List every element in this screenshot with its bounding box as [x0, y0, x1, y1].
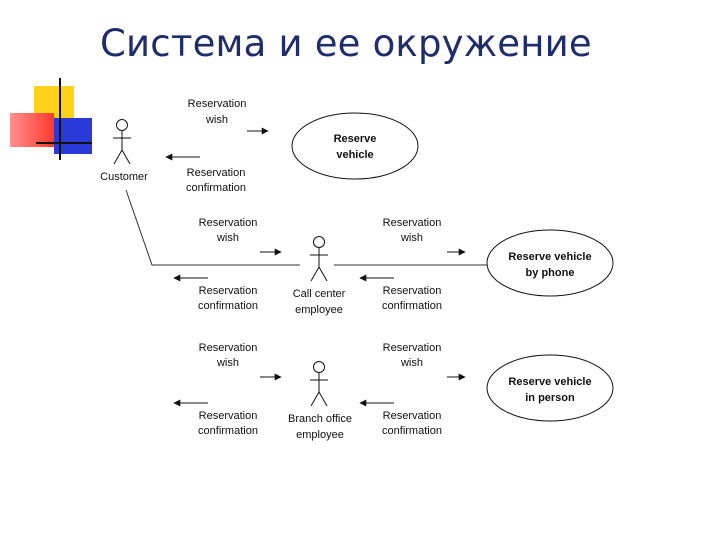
msg-wish-4-b: wish [216, 357, 239, 369]
msg-wish-2-a: Reservation [199, 217, 258, 229]
usecase-person-label-2: in person [525, 392, 575, 404]
msg-conf-1-b: confirmation [186, 182, 246, 194]
msg-wish-4-a: Reservation [199, 342, 258, 354]
page-title: Система и ее окружение [100, 22, 592, 65]
msg-wish-1-a: Reservation [188, 98, 247, 110]
msg-conf-2-a: Reservation [199, 285, 258, 297]
actor-callcenter-label-1: Call center [293, 288, 346, 300]
msg-wish-5-a: Reservation [383, 342, 442, 354]
msg-conf-2-b: confirmation [198, 300, 258, 312]
msg-wish-5-b: wish [400, 357, 423, 369]
msg-conf-4-a: Reservation [199, 410, 258, 422]
msg-conf-5-b: confirmation [382, 425, 442, 437]
msg-conf-4-b: confirmation [198, 425, 258, 437]
usecase-phone-label-1: Reserve vehicle [508, 251, 591, 263]
customer-to-callcenter-line [125, 189, 300, 266]
usecase-reserve-vehicle [291, 112, 419, 180]
actor-callcenter-label-2: employee [295, 304, 343, 316]
msg-wish-2-b: wish [216, 232, 239, 244]
deco-horizontal-line [36, 142, 92, 144]
usecase-person-label-1: Reserve vehicle [508, 376, 591, 388]
msg-conf-3-b: confirmation [382, 300, 442, 312]
usecase-phone-label-2: by phone [526, 267, 575, 279]
usecase-by-phone [486, 229, 614, 297]
actor-branch-office [310, 361, 328, 407]
msg-conf-3-a: Reservation [383, 285, 442, 297]
msg-conf-5-a: Reservation [383, 410, 442, 422]
msg-conf-1-a: Reservation [187, 167, 246, 179]
usecase-in-person [486, 354, 614, 422]
usecase-reserve-label-1: Reserve [334, 133, 377, 145]
msg-wish-3-a: Reservation [383, 217, 442, 229]
actor-customer [113, 119, 131, 165]
msg-wish-1-b: wish [205, 114, 228, 126]
actor-call-center [310, 236, 328, 282]
actor-branch-label-2: employee [296, 429, 344, 441]
deco-vertical-line [59, 78, 61, 160]
msg-wish-3-b: wish [400, 232, 423, 244]
actor-customer-label: Customer [100, 171, 148, 183]
actor-branch-label-1: Branch office [288, 413, 352, 425]
deco-red-square [10, 113, 54, 147]
usecase-reserve-label-2: vehicle [336, 149, 373, 161]
